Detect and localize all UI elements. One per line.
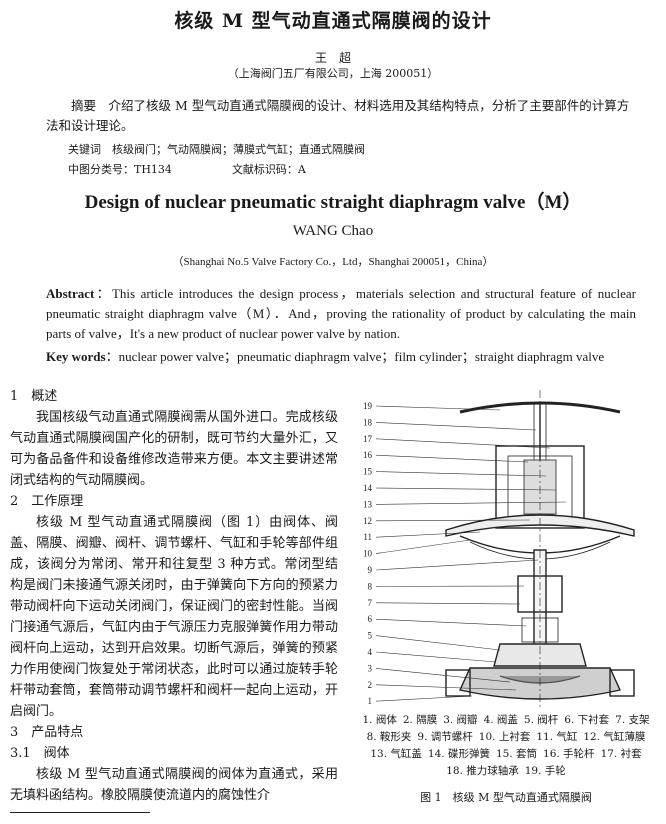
callout-number: 11 bbox=[363, 532, 372, 542]
legend-item: 12. 气缸薄膜 bbox=[583, 731, 646, 743]
legend-item: 19. 手轮 bbox=[524, 765, 566, 777]
callout-number: 18 bbox=[363, 417, 373, 427]
legend-item: 2. 隔膜 bbox=[402, 714, 438, 726]
section-heading-2: 2 工作原理 bbox=[10, 494, 84, 509]
callout-leader bbox=[375, 519, 531, 522]
callout-leader bbox=[375, 454, 529, 463]
bonnet bbox=[493, 643, 587, 667]
abstract-en-text: ：This article introduces the design proc… bbox=[46, 286, 636, 341]
callout-number: 8 bbox=[368, 581, 373, 591]
callout-leader bbox=[375, 438, 551, 449]
callout-leader bbox=[375, 618, 527, 627]
callout-leader bbox=[375, 487, 557, 491]
legend-item: 15. 套筒 bbox=[495, 748, 538, 760]
figure-title: 图 1 核级 M 型气动直通式隔膜阀 bbox=[420, 791, 592, 804]
callout-number: 3 bbox=[368, 663, 373, 673]
abstract-en: Abstract：This article introduces the des… bbox=[46, 284, 636, 344]
legend-item: 6. 下衬套 bbox=[564, 714, 610, 726]
valve-figure: 19 18 17 16 15 14 13 12 11 10 9 8 7 6 5 4 3 2 1 bbox=[363, 390, 635, 708]
legend-item: 13. 气缸盖 bbox=[370, 748, 422, 760]
callout-leader bbox=[375, 471, 547, 477]
legend-item: 17. 衬套 bbox=[600, 748, 642, 760]
legend-item: 11. 气缸 bbox=[536, 731, 578, 743]
callout-number: 12 bbox=[363, 516, 372, 526]
abstract-en-label: Abstract bbox=[46, 286, 95, 301]
callout-number: 2 bbox=[368, 680, 373, 690]
document-code: 文献标识码：A bbox=[231, 163, 306, 176]
legend-item: 16. 手轮杆 bbox=[543, 748, 595, 760]
callout-leader bbox=[375, 602, 521, 605]
legend-item: 3. 阀瓣 bbox=[443, 714, 478, 726]
part-callouts: 19 18 17 16 15 14 13 12 11 10 9 8 7 6 5 4 3 2 1 bbox=[363, 401, 567, 706]
section-heading-3: 3 产品特点 bbox=[10, 725, 84, 740]
paper-title-cn: 核级 M 型气动直通式隔膜阀的设计 bbox=[174, 10, 492, 32]
bracket bbox=[517, 575, 563, 613]
cylinder-cover bbox=[495, 445, 585, 529]
callout-leader bbox=[375, 539, 471, 554]
callout-leader bbox=[375, 501, 567, 505]
callout-leader bbox=[375, 695, 473, 702]
callout-leader bbox=[375, 405, 501, 411]
legend-item: 10. 上衬套 bbox=[478, 731, 531, 743]
callout-number: 6 bbox=[368, 614, 373, 624]
callout-leader bbox=[375, 635, 501, 651]
affiliation-cn: （上海阀门五厂有限公司，上海 200051） bbox=[227, 67, 439, 80]
paragraph-2: 核级 M 型气动直通式隔膜阀（图 1）由阀体、阀盖、隔膜、阀瓣、阀杆、调节螺杆、… bbox=[10, 515, 338, 719]
author-en: WANG Chao bbox=[292, 223, 374, 239]
abstract-cn: 摘要 介绍了核级 M 型气动直通式隔膜阀的设计、材料选用及其结构特点，分析了主要… bbox=[46, 98, 630, 133]
section-heading-1: 1 概述 bbox=[10, 389, 58, 404]
legend-item: 9. 调节螺杆 bbox=[417, 731, 473, 743]
keywords-cn: 关键词 核级阀门；气动隔膜阀；薄膜式气缸；直通式隔膜阀 bbox=[68, 143, 365, 156]
classification-row: 中图分类号：TH134 文献标识码：A bbox=[68, 161, 588, 177]
paragraph-3: 核级 M 型气动直通式隔膜阀的阀体为直通式，采用无填料函结构。橡胶隔膜使流道内的… bbox=[10, 767, 338, 803]
callout-leader bbox=[375, 668, 511, 683]
callout-leader bbox=[375, 651, 497, 663]
callout-leader bbox=[375, 684, 517, 691]
keywords-en: Key words：nuclear power valve；pneumatic … bbox=[46, 346, 636, 365]
callout-number: 9 bbox=[368, 565, 373, 575]
legend-item: 5. 阀杆 bbox=[523, 714, 559, 726]
callout-number: 14 bbox=[363, 483, 373, 493]
callout-number: 15 bbox=[363, 467, 373, 477]
paragraph-1: 我国核级气动直通式隔膜阀需从国外进口。完成核级气动直通式隔膜阀国产化的研制，既可… bbox=[10, 410, 338, 488]
callout-leader bbox=[375, 531, 481, 538]
clc-number: 中图分类号：TH134 bbox=[68, 163, 172, 176]
affiliation-en: （Shanghai No.5 Valve Factory Co.，Ltd，Sha… bbox=[172, 256, 494, 268]
callout-number: 10 bbox=[363, 549, 373, 559]
callout-number: 7 bbox=[368, 598, 373, 608]
legend-item: 7. 支架 bbox=[615, 714, 650, 726]
callout-number: 5 bbox=[368, 631, 373, 641]
callout-number: 16 bbox=[363, 450, 373, 460]
figure-legend: 1. 阀体 2. 隔膜 3. 阀瓣 4. 阀盖 5. 阀杆 6. 下衬套 7. 支架 8. 鞍… bbox=[356, 712, 656, 780]
body-left-column: 1 概述 我国核级气动直通式隔膜阀需从国外进口。完成核级气动直通式隔膜阀国产化的… bbox=[10, 386, 338, 806]
keywords-en-label: Key words bbox=[46, 349, 106, 364]
footnote-divider bbox=[10, 812, 150, 813]
legend-item: 14. 碟形弹簧 bbox=[427, 748, 490, 760]
author-cn: 王 超 bbox=[314, 51, 351, 65]
subsection-heading-3-1: 3.1 阀体 bbox=[10, 746, 70, 761]
legend-item: 4. 阀盖 bbox=[483, 714, 518, 726]
keywords-en-text: ：nuclear power valve；pneumatic diaphragm… bbox=[105, 349, 605, 364]
callout-number: 1 bbox=[368, 696, 373, 706]
legend-item: 18. 推力球轴承 bbox=[446, 765, 519, 777]
callout-number: 4 bbox=[368, 647, 373, 657]
callout-number: 17 bbox=[363, 434, 373, 444]
callout-number: 19 bbox=[363, 401, 373, 411]
legend-item: 8. 鞍形夹 bbox=[366, 731, 412, 743]
callout-leader bbox=[375, 422, 537, 431]
callout-leader bbox=[375, 559, 539, 571]
paper-title-en: Design of nuclear pneumatic straight dia… bbox=[84, 192, 582, 213]
callout-number: 13 bbox=[363, 499, 373, 509]
legend-item: 1. 阀体 bbox=[362, 714, 397, 726]
